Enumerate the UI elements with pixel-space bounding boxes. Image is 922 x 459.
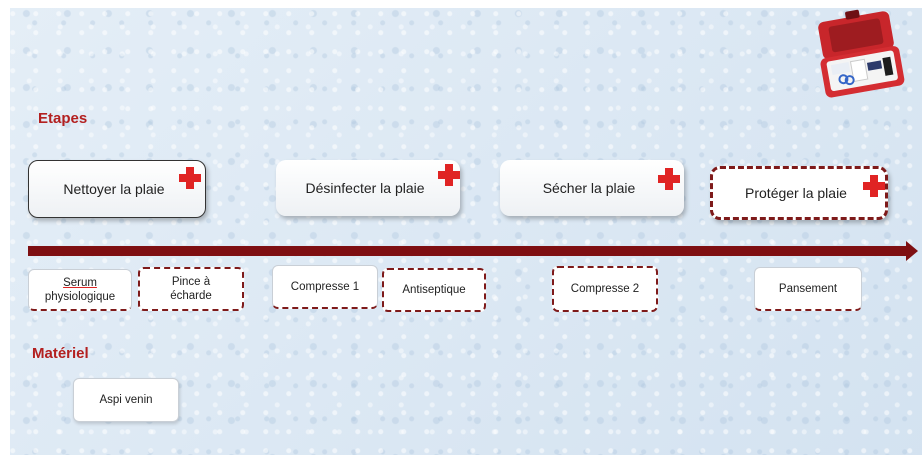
red-cross-icon bbox=[863, 175, 885, 197]
step-label: Sécher la plaie bbox=[542, 180, 636, 196]
first-aid-kit-icon bbox=[818, 9, 905, 98]
material-pince[interactable]: Pince à écharde bbox=[138, 267, 244, 311]
material-line1: Serum bbox=[63, 276, 97, 289]
material-compresse-2[interactable]: Compresse 2 bbox=[552, 266, 658, 312]
material-label: Compresse 2 bbox=[570, 283, 640, 295]
material-label: Serum physiologique bbox=[45, 276, 115, 304]
material-label: Pansement bbox=[778, 282, 838, 295]
red-cross-icon bbox=[438, 164, 460, 186]
material-line2: écharde bbox=[170, 290, 212, 302]
materials-title: Matériel bbox=[32, 345, 89, 362]
step-desinfecter[interactable]: Désinfecter la plaie bbox=[276, 160, 460, 216]
red-cross-icon bbox=[658, 168, 680, 190]
steps-title: Etapes bbox=[38, 110, 88, 127]
timeline-bar bbox=[28, 246, 908, 256]
material-pansement[interactable]: Pansement bbox=[754, 267, 862, 311]
step-proteger[interactable]: Protéger la plaie bbox=[710, 166, 888, 220]
material-label: Compresse 1 bbox=[290, 280, 360, 293]
step-label: Désinfecter la plaie bbox=[305, 180, 425, 196]
material-label: Pince à écharde bbox=[170, 275, 212, 303]
step-secher[interactable]: Sécher la plaie bbox=[500, 160, 684, 216]
step-label: Nettoyer la plaie bbox=[63, 181, 165, 197]
material-line2: physiologique bbox=[44, 290, 116, 303]
step-label: Protéger la plaie bbox=[745, 185, 847, 201]
timeline-arrow bbox=[906, 241, 918, 261]
material-label: Aspi venin bbox=[99, 394, 153, 406]
canvas: Etapes Nettoyer la plaie Désinfecter la … bbox=[10, 8, 922, 455]
material-label: Antiseptique bbox=[402, 284, 466, 296]
red-cross-icon bbox=[179, 167, 201, 189]
material-antiseptique[interactable]: Antiseptique bbox=[382, 268, 486, 312]
step-nettoyer[interactable]: Nettoyer la plaie bbox=[28, 160, 206, 218]
material-serum[interactable]: Serum physiologique bbox=[28, 269, 132, 311]
material-aspi-venin[interactable]: Aspi venin bbox=[73, 378, 179, 422]
material-line1: Pince à bbox=[171, 276, 211, 288]
material-compresse-1[interactable]: Compresse 1 bbox=[272, 265, 378, 309]
